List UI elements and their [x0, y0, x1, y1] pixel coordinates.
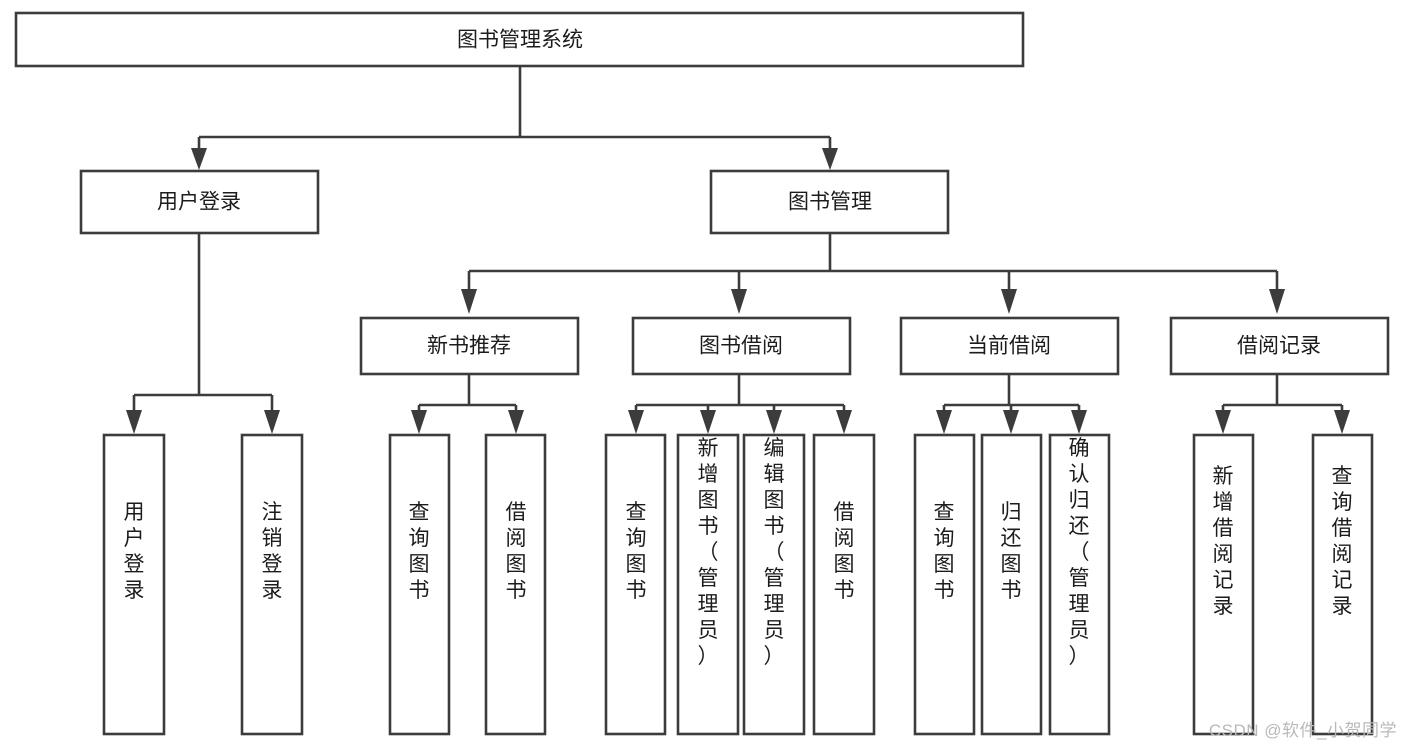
arrow-leaf-user-logout	[264, 410, 280, 434]
node-root-box[interactable]	[14, 11, 1025, 68]
node-leaf-borrow-book-1-label: 借阅图书	[506, 501, 527, 602]
node-current-borrow[interactable]: 当前借阅	[899, 316, 1120, 376]
node-leaf-query-book-3[interactable]: 查询图书	[913, 433, 976, 736]
connector-layer	[126, 66, 1350, 434]
node-leaf-add-record-box[interactable]	[1192, 433, 1255, 736]
arrow-book-manage	[822, 148, 838, 170]
node-leaf-query-record-label: 查询借阅记录	[1332, 465, 1353, 618]
node-leaf-user-logout-box[interactable]	[240, 433, 304, 736]
node-book-manage[interactable]: 图书管理	[709, 169, 950, 235]
arrow-return-book	[1003, 410, 1019, 434]
node-leaf-query-book-1-box[interactable]	[388, 433, 451, 736]
node-leaf-return-book-box[interactable]	[980, 433, 1043, 736]
node-leaf-confirm-return-label: 确认归还（管理员）	[1069, 437, 1090, 668]
node-leaf-borrow-book-1[interactable]: 借阅图书	[484, 433, 547, 736]
node-leaf-add-record[interactable]: 新增借阅记录	[1192, 433, 1255, 736]
arrow-new-book-rec	[461, 289, 477, 314]
node-current-borrow-label: 当前借阅	[967, 335, 1051, 358]
node-leaf-edit-book-label: 编辑图书（管理员）	[764, 437, 785, 668]
node-leaf-query-book-3-label: 查询图书	[934, 501, 955, 602]
node-book-borrow[interactable]: 图书借阅	[631, 316, 852, 376]
node-leaf-edit-book[interactable]: 编辑图书（管理员）	[742, 433, 806, 736]
node-leaf-user-login[interactable]: 用户登录	[102, 433, 166, 736]
node-leaf-query-book-2-box[interactable]	[604, 433, 667, 736]
arrow-user-login	[191, 148, 207, 170]
node-borrow-record-box[interactable]	[1169, 316, 1390, 376]
node-leaf-query-book-1[interactable]: 查询图书	[388, 433, 451, 736]
node-root[interactable]: 图书管理系统	[14, 11, 1025, 68]
node-new-book-rec-box[interactable]	[359, 316, 580, 376]
node-leaf-add-record-label: 新增借阅记录	[1213, 465, 1234, 618]
arrow-current-borrow	[1001, 289, 1017, 314]
node-root-label: 图书管理系统	[457, 29, 583, 52]
node-user-login[interactable]: 用户登录	[79, 169, 320, 235]
node-leaf-borrow-book-2[interactable]: 借阅图书	[812, 433, 876, 736]
node-leaf-add-book-label: 新增图书（管理员）	[698, 437, 719, 668]
node-leaf-user-login-box[interactable]	[102, 433, 166, 736]
arrow-confirm-return	[1071, 410, 1087, 434]
arrow-borrow-book-2	[836, 410, 852, 434]
node-leaf-borrow-book-1-box[interactable]	[484, 433, 547, 736]
node-leaf-query-record[interactable]: 查询借阅记录	[1311, 433, 1374, 736]
node-borrow-record-label: 借阅记录	[1237, 335, 1321, 358]
node-leaf-query-book-2[interactable]: 查询图书	[604, 433, 667, 736]
node-leaf-query-book-1-label: 查询图书	[409, 501, 430, 602]
node-leaf-query-book-2-label: 查询图书	[626, 501, 647, 602]
arrow-query-book-1	[411, 410, 427, 434]
node-leaf-add-book[interactable]: 新增图书（管理员）	[676, 433, 740, 736]
node-leaf-return-book-label: 归还图书	[1001, 501, 1022, 602]
node-leaf-user-login-label: 用户登录	[124, 501, 145, 602]
node-leaf-add-book-box[interactable]	[676, 433, 740, 736]
node-new-book-rec-label: 新书推荐	[427, 335, 511, 358]
arrow-query-book-3	[936, 410, 952, 434]
arrow-edit-book	[766, 410, 782, 434]
node-leaf-borrow-book-2-box[interactable]	[812, 433, 876, 736]
node-leaf-confirm-return[interactable]: 确认归还（管理员）	[1048, 433, 1111, 736]
node-leaf-edit-book-box[interactable]	[742, 433, 806, 736]
node-book-manage-label: 图书管理	[788, 191, 872, 214]
node-leaf-borrow-book-2-label: 借阅图书	[834, 501, 855, 602]
node-user-login-box[interactable]	[79, 169, 320, 235]
arrow-add-book	[700, 410, 716, 434]
node-borrow-record[interactable]: 借阅记录	[1169, 316, 1390, 376]
arrow-borrow-record	[1269, 289, 1285, 314]
node-new-book-rec[interactable]: 新书推荐	[359, 316, 580, 376]
arrow-query-record	[1334, 410, 1350, 434]
node-leaf-query-book-3-box[interactable]	[913, 433, 976, 736]
arrow-add-record	[1215, 410, 1231, 434]
node-leaf-user-logout[interactable]: 注销登录	[240, 433, 304, 736]
node-leaf-return-book[interactable]: 归还图书	[980, 433, 1043, 736]
node-leaf-query-record-box[interactable]	[1311, 433, 1374, 736]
node-current-borrow-box[interactable]	[899, 316, 1120, 376]
arrow-query-book-2	[628, 410, 644, 434]
node-user-login-label: 用户登录	[157, 191, 241, 214]
arrow-borrow-book-1	[508, 410, 524, 434]
csdn-watermark: CSDN @软件_小贺同学	[1208, 721, 1397, 740]
node-book-borrow-label: 图书借阅	[699, 335, 783, 358]
node-leaf-confirm-return-box[interactable]	[1048, 433, 1111, 736]
arrow-book-borrow	[731, 289, 747, 314]
node-book-borrow-box[interactable]	[631, 316, 852, 376]
node-book-manage-box[interactable]	[709, 169, 950, 235]
node-leaf-user-logout-label: 注销登录	[262, 501, 283, 602]
arrow-leaf-user-login	[126, 410, 142, 434]
